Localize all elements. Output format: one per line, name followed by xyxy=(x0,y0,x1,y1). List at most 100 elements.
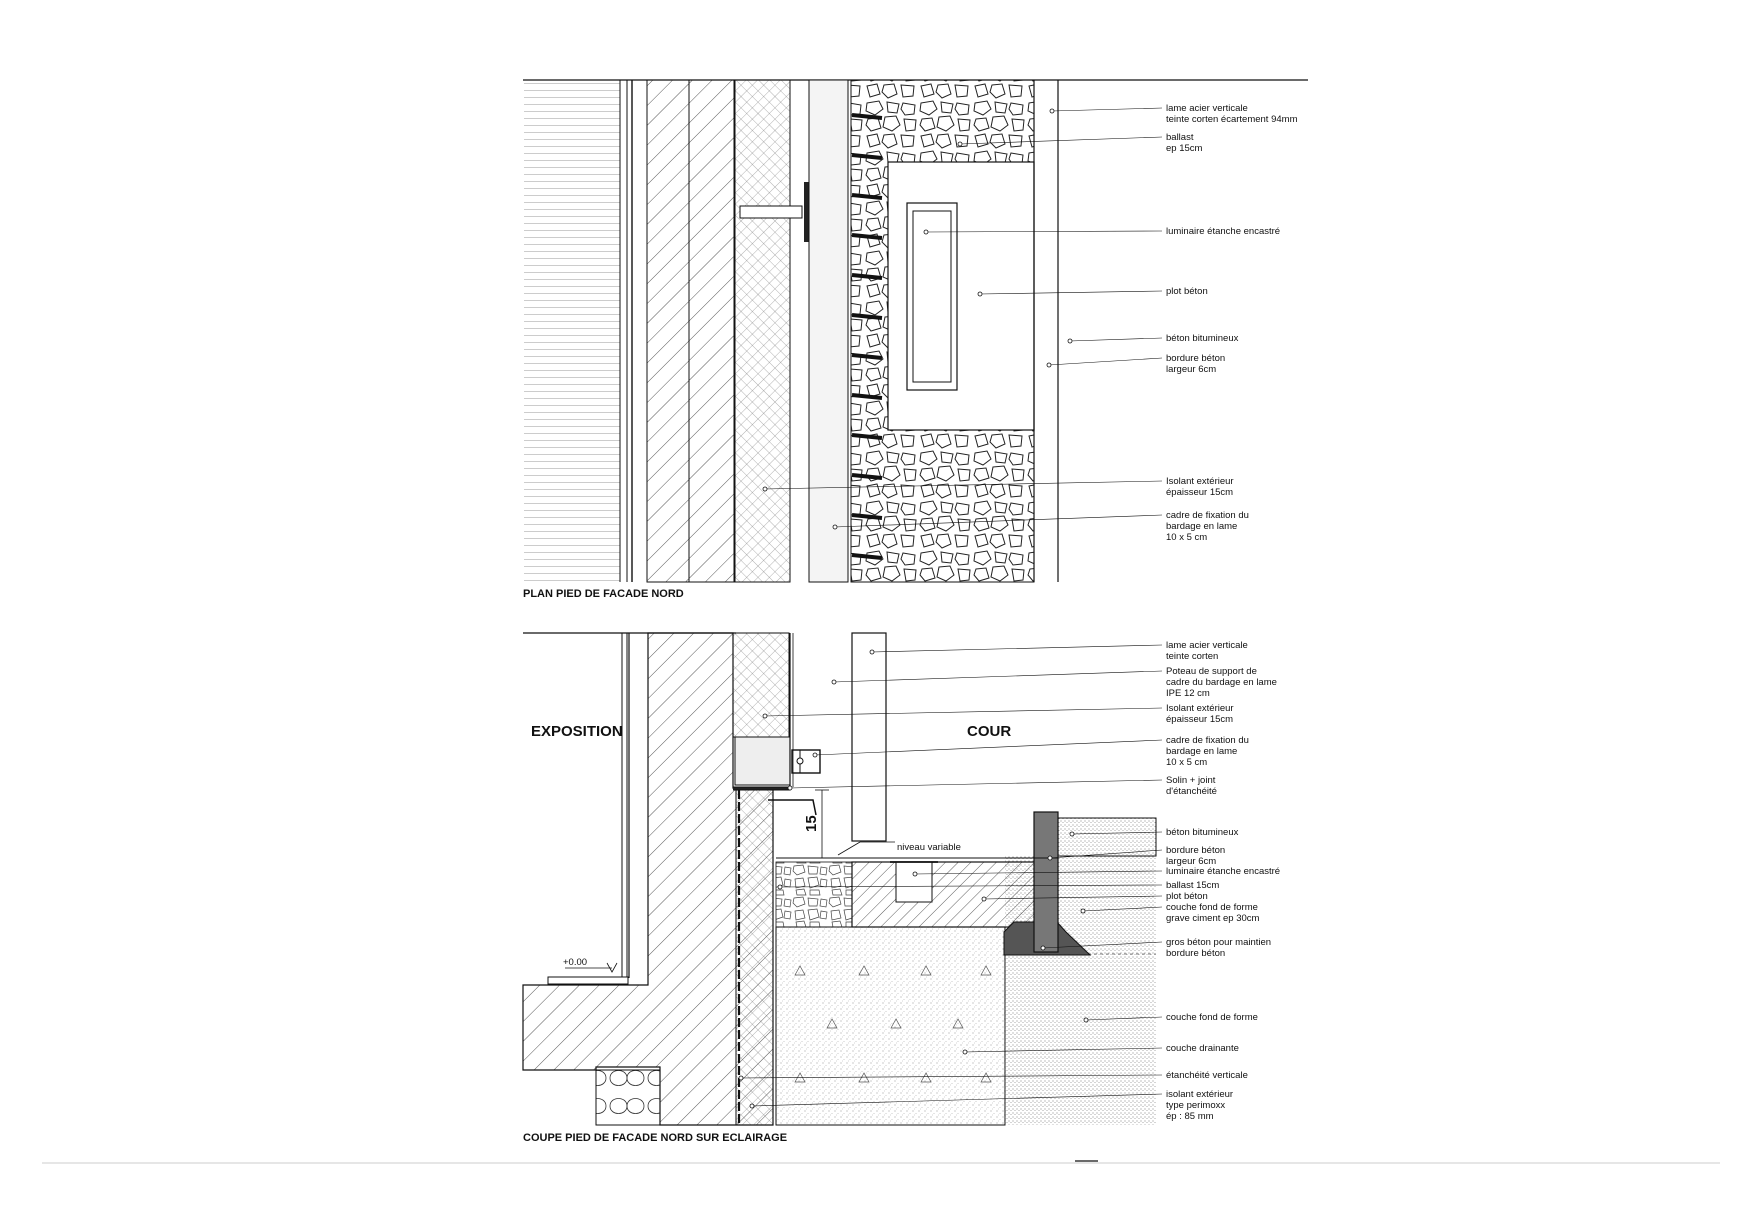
section-leader-dot xyxy=(1083,1017,1089,1023)
section-leader-dot xyxy=(1040,945,1046,951)
drainage-marker xyxy=(920,1072,932,1083)
section-label-line: cadre de fixation du xyxy=(1166,735,1249,746)
plan-cladding-frame xyxy=(808,79,849,583)
plan-label-line: teinte corten écartement 94mm xyxy=(1166,114,1298,125)
room-label-cour: COUR xyxy=(967,723,1011,740)
plan-leader-dot xyxy=(977,291,983,297)
section-perimeter-insulation xyxy=(735,789,774,1126)
section-label-line: couche fond de forme xyxy=(1166,902,1258,913)
section-label: luminaire étanche encastré xyxy=(1166,866,1280,877)
section-leader-dot xyxy=(831,679,837,685)
section-label-line: Isolant extérieur xyxy=(1166,703,1234,714)
section-label-line: bardage en lame xyxy=(1166,746,1237,757)
section-leader-dot xyxy=(869,649,875,655)
plan-leader-dot xyxy=(1049,108,1055,114)
level-marker-arrow xyxy=(606,962,618,973)
plan-label-line: bordure béton xyxy=(1166,353,1225,364)
section-leader-dot xyxy=(777,884,783,890)
plan-concrete-wall xyxy=(646,79,690,583)
section-label: couche fond de forme xyxy=(1166,1012,1258,1023)
section-leader-dot xyxy=(962,1049,968,1055)
section-label-line: largeur 6cm xyxy=(1166,856,1216,867)
corten-blade-mark xyxy=(851,153,883,160)
plan-label-line: luminaire étanche encastré xyxy=(1166,226,1280,237)
section-flashing-drip xyxy=(768,799,817,816)
section-fixing-bolt xyxy=(796,757,804,765)
section-label-line: béton bitumineux xyxy=(1166,827,1239,838)
section-label-line: cadre du bardage en lame xyxy=(1166,677,1277,688)
section-leader-line xyxy=(964,1047,1163,1053)
section-leader-line xyxy=(740,1074,1163,1079)
plan-label: plot béton xyxy=(1166,286,1208,297)
plan-leaders xyxy=(762,107,1163,530)
section-exterior-insulation xyxy=(732,632,790,738)
section-leader-line xyxy=(764,707,1163,717)
plan-label-line: épaisseur 15cm xyxy=(1166,487,1233,498)
section-label-line: d'étanchéité xyxy=(1166,786,1217,797)
section-label: plot béton xyxy=(1166,891,1208,902)
drainage-marker xyxy=(952,1018,964,1029)
plan-title: PLAN PIED DE FACADE NORD xyxy=(523,588,684,600)
plan-label-line: ep 15cm xyxy=(1166,143,1203,154)
section-drawing: 15 +0.00 niveau variable EXPOSITION COUR… xyxy=(522,632,1280,1144)
corten-blade-mark xyxy=(851,113,883,120)
section-leader-dot xyxy=(762,713,768,719)
drainage-marker xyxy=(980,965,992,976)
plan-leader-dot xyxy=(762,486,768,492)
plan-leader-line xyxy=(1051,107,1163,112)
section-leader-dot xyxy=(1069,831,1075,837)
plan-leader-line xyxy=(1048,357,1163,366)
section-leader-line xyxy=(1042,941,1163,949)
section-label-line: IPE 12 cm xyxy=(1166,688,1210,699)
variable-level-label: niveau variable xyxy=(897,842,961,853)
section-bituminous-concrete xyxy=(1057,817,1157,857)
corten-blade-mark xyxy=(851,233,883,240)
plan-leader-line xyxy=(834,514,1163,528)
corten-blade-mark xyxy=(851,553,883,560)
plan-label-line: béton bitumineux xyxy=(1166,333,1239,344)
plan-label-line: 10 x 5 cm xyxy=(1166,532,1207,543)
section-label: étanchéité verticale xyxy=(1166,1070,1248,1081)
drainage-marker xyxy=(858,965,870,976)
section-underslab-insulation xyxy=(595,1069,661,1126)
plan-leader-line xyxy=(764,480,1163,490)
section-leader-line xyxy=(983,895,1163,900)
plan-label-line: lame acier verticale xyxy=(1166,103,1248,114)
plan-label-line: largeur 6cm xyxy=(1166,364,1216,375)
section-label-line: plot béton xyxy=(1166,891,1208,902)
plan-label: béton bitumineux xyxy=(1166,333,1239,344)
section-label-line: ballast 15cm xyxy=(1166,880,1219,891)
corten-blade-mark xyxy=(851,353,883,360)
corten-blade-mark xyxy=(851,513,883,520)
section-leader-dot xyxy=(738,1075,744,1081)
section-label-line: isolant extérieur xyxy=(1166,1089,1233,1100)
plan-recessed-light-inner xyxy=(912,210,952,383)
plan-leader-dot xyxy=(1067,338,1073,344)
section-leader-dot xyxy=(1080,908,1086,914)
section-label-line: teinte corten xyxy=(1166,651,1218,662)
section-label-line: luminaire étanche encastré xyxy=(1166,866,1280,877)
section-leaders xyxy=(738,644,1163,1109)
room-label-exposition: EXPOSITION xyxy=(531,723,623,740)
plan-label-line: plot béton xyxy=(1166,286,1208,297)
plan-leader-dot xyxy=(1046,362,1052,368)
plan-leader-line xyxy=(959,136,1163,145)
section-leader-line xyxy=(779,884,1163,888)
section-leader-line xyxy=(914,870,1163,875)
plan-label-line: ballast xyxy=(1166,132,1194,143)
plan-exterior-insulation xyxy=(734,79,791,583)
section-subgrade-layer xyxy=(1005,856,1156,1125)
section-leader-line xyxy=(751,1093,1163,1107)
plan-leader-line xyxy=(979,290,1163,295)
section-label-line: grave ciment ep 30cm xyxy=(1166,913,1260,924)
section-label-line: couche drainante xyxy=(1166,1043,1239,1054)
